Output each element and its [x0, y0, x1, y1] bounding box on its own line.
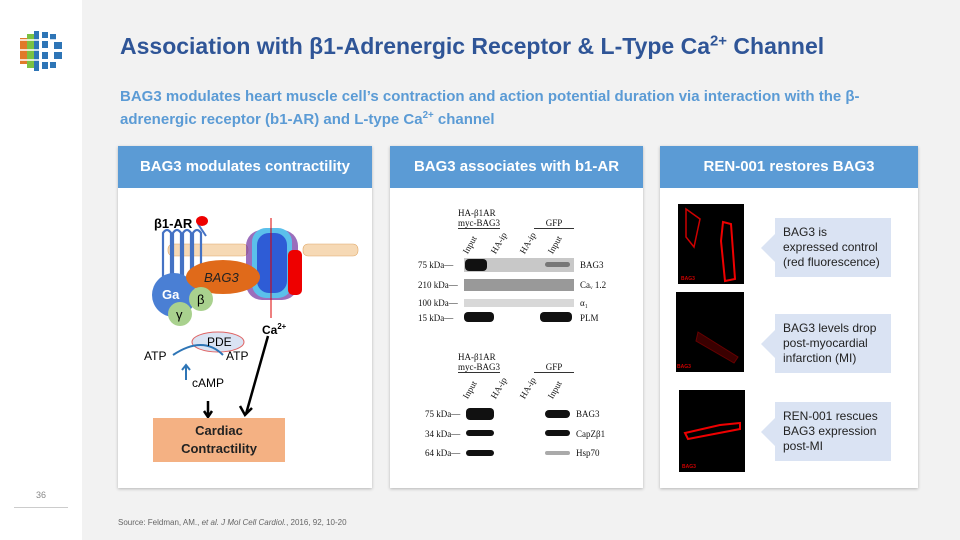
calcium-label: Ca2+ [262, 322, 287, 337]
kda-marker: 75 kDa— [425, 409, 461, 419]
lane-label: Input [460, 379, 479, 401]
blot-header: HA-β1AR [458, 208, 496, 218]
lane-label: Input [545, 234, 564, 256]
kda-marker: 64 kDa— [425, 448, 461, 458]
western-blot-figure: HA-β1AR myc-BAG3 GFP Input HA-ip HA-ip I… [390, 188, 643, 488]
blot-header: GFP [534, 218, 574, 229]
kda-marker: 75 kDa— [418, 260, 454, 270]
callout: REN-001 rescues BAG3 expression post-MI [761, 402, 891, 461]
panel-header: BAG3 modulates contractility [118, 146, 372, 188]
blot-header: myc-BAG3 [458, 218, 500, 229]
protein-label: Caᵥ 1.2 [580, 280, 607, 290]
contractility-panel: BAG3 modulates contractility β1-AR Ga BA… [118, 146, 372, 488]
gamma-label: γ [176, 307, 183, 322]
blot-header: GFP [534, 362, 574, 373]
bag3-label: BAG3 [204, 270, 239, 285]
company-logo [18, 29, 64, 73]
source-citation: Source: Feldman, AM., et al. J Mol Cell … [118, 518, 347, 527]
protein-label: BAG3 [580, 260, 604, 270]
slide-subtitle: BAG3 modulates heart muscle cell’s contr… [120, 88, 860, 128]
panel-header: BAG3 associates with b1-AR [390, 146, 643, 188]
blot-header: HA-β1AR [458, 352, 496, 362]
kda-marker: 100 kDa— [418, 298, 458, 308]
lane-label: HA-ip [517, 230, 538, 256]
image-label: BAG3 [677, 364, 691, 370]
kda-marker: 210 kDa— [418, 280, 458, 290]
protein-label: PLM [580, 313, 599, 323]
slide-title: Association with β1-Adrenergic Receptor … [120, 32, 825, 59]
pde-label: PDE [207, 335, 232, 349]
b1ar-label: β1-AR [154, 216, 193, 231]
lane-label: HA-ip [488, 375, 509, 401]
callout: BAG3 levels drop post-myocardial infarct… [761, 314, 891, 373]
panel-header: REN-001 restores BAG3 [660, 146, 918, 188]
atp-label: ATP [144, 349, 167, 363]
lane-label: Input [460, 234, 479, 256]
slide-number: 36 [35, 490, 46, 500]
b1ar-association-panel: BAG3 associates with b1-AR HA-β1AR myc-B… [390, 146, 643, 488]
protein-label: Hsp70 [576, 448, 600, 458]
protein-label: BAG3 [576, 409, 600, 419]
lane-label: HA-ip [488, 230, 509, 256]
ga-label: Ga [162, 287, 180, 302]
blot-header: myc-BAG3 [458, 362, 500, 373]
ren001-panel: REN-001 restores BAG3 BAG3 BAG3 BAG3 BAG… [660, 146, 918, 488]
camp-label: cAMP [192, 376, 225, 390]
fluorescence-image-ren001: BAG3 [679, 390, 745, 472]
image-label: BAG3 [681, 276, 695, 282]
callout: BAG3 is expressed control (red fluoresce… [761, 218, 891, 277]
protein-label: CapZβ1 [576, 429, 606, 439]
fluorescence-image-mi: BAG3 [676, 292, 744, 372]
lane-label: Input [545, 379, 564, 401]
kda-marker: 15 kDa— [418, 313, 454, 323]
sidebar: 36 [0, 0, 82, 540]
pathway-diagram [152, 216, 359, 420]
atp-label: ATP [226, 349, 249, 363]
fluorescence-image-control: BAG3 [678, 204, 744, 284]
beta-label: β [197, 292, 205, 307]
image-label: BAG3 [682, 464, 696, 470]
divider [14, 507, 68, 508]
kda-marker: 34 kDa— [425, 429, 461, 439]
protein-label: α₁ [580, 298, 588, 308]
lane-label: HA-ip [517, 375, 538, 401]
